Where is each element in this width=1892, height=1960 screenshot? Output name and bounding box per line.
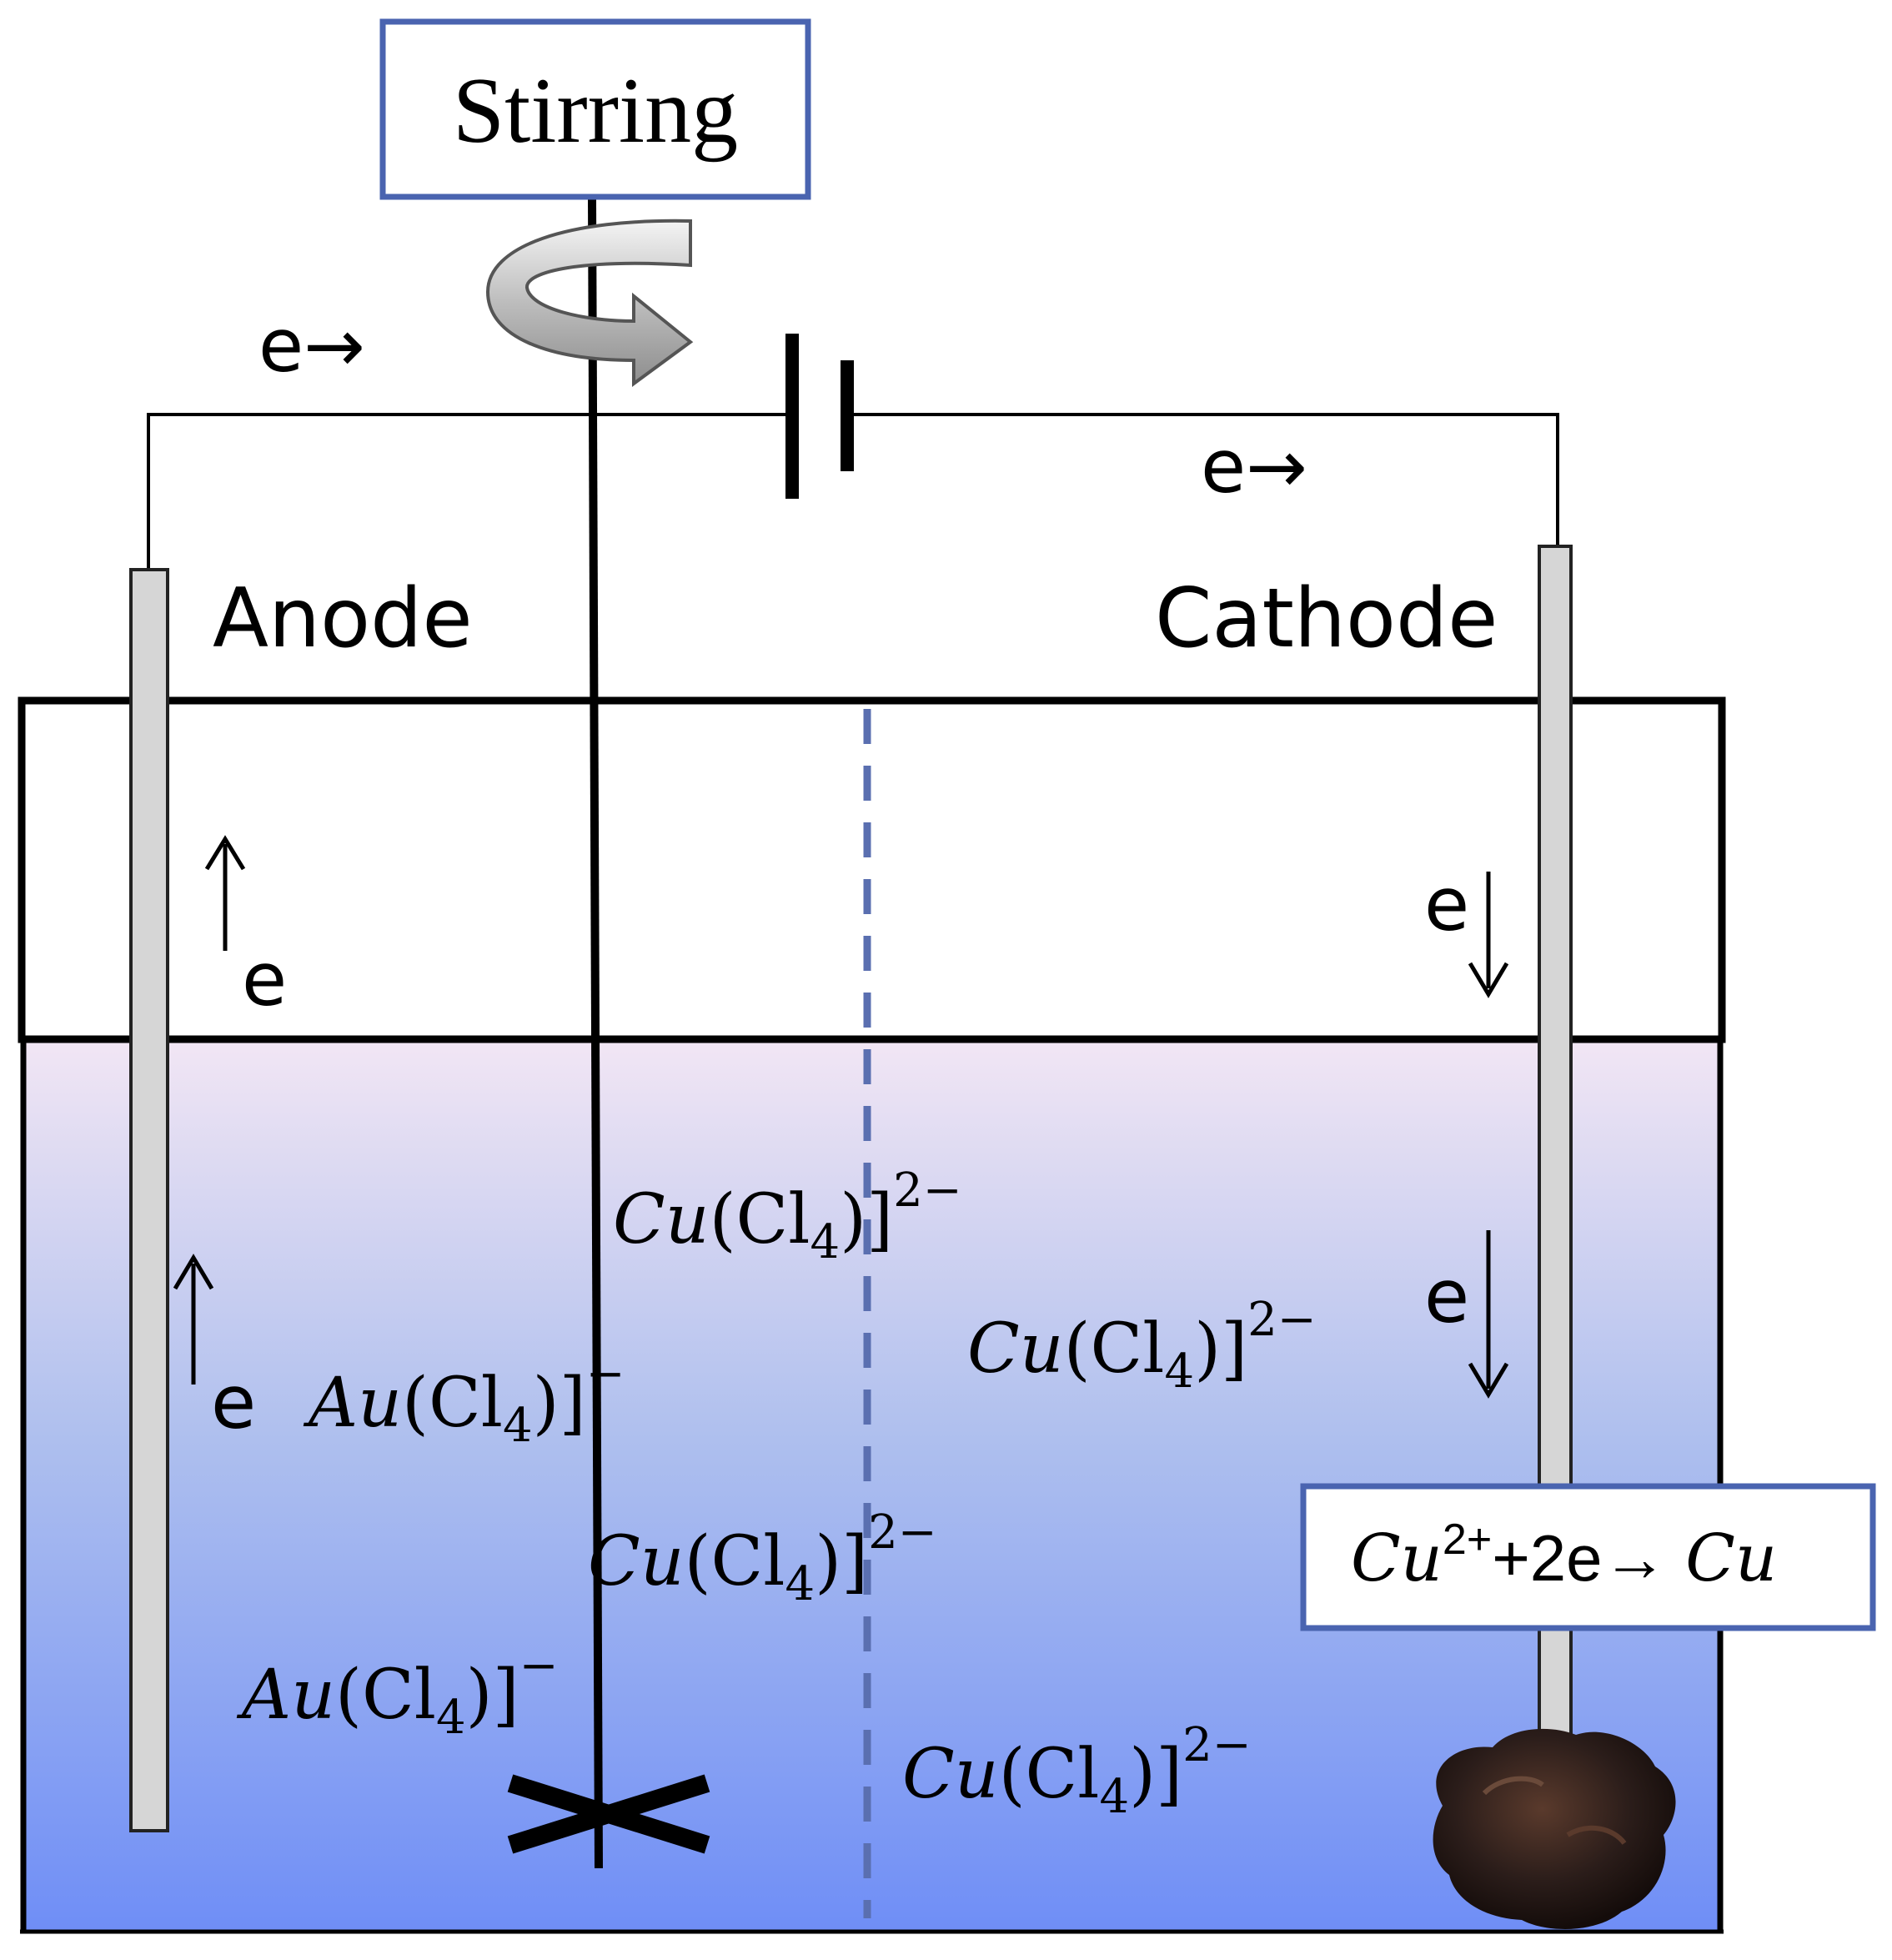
external-circuit-wire xyxy=(147,413,1559,571)
stirrer-blade-icon xyxy=(507,1774,710,1854)
copper-deposit-icon xyxy=(1433,1728,1676,1929)
cathode-reaction: Cu2++2e→ Cu xyxy=(1351,1515,1777,1596)
cathode-upper-electron-arrow xyxy=(1468,872,1509,998)
anode-electrode xyxy=(129,568,169,1832)
ion-label-1: Cu(Cl4)]2− xyxy=(613,1163,962,1269)
ion-label-4: Cu(Cl4)]2− xyxy=(588,1505,937,1611)
battery-icon xyxy=(785,334,854,499)
ion-label-6: Cu(Cl4)]2− xyxy=(902,1718,1252,1824)
ion-label-2: Cu(Cl4)]2− xyxy=(967,1293,1317,1399)
anode-label: Anode xyxy=(213,571,473,666)
rotation-arrow-icon xyxy=(485,219,694,387)
cathode-reaction-box xyxy=(1300,1483,1876,1631)
stirring-label-box xyxy=(379,18,811,200)
cathode-label: Cathode xyxy=(1155,571,1498,666)
wire-electron-right: e→ xyxy=(1201,424,1307,510)
cell-lid xyxy=(18,696,1726,1043)
cathode-lower-electron-arrow xyxy=(1468,1230,1509,1399)
ion-label-5: Au(Cl4)]− xyxy=(236,1639,559,1745)
ion-label-3: Au(Cl4)]− xyxy=(303,1347,625,1453)
cathode-lower-electron: e xyxy=(1424,1254,1469,1339)
stirring-rod xyxy=(588,196,603,1869)
anode-upper-electron-arrow xyxy=(204,835,246,951)
wire-electron-left: e→ xyxy=(258,303,365,389)
cathode-upper-electron: e xyxy=(1424,862,1469,947)
anode-lower-electron-arrow xyxy=(173,1254,214,1385)
anode-lower-electron: e xyxy=(211,1359,256,1445)
stirring-label: Stirring xyxy=(453,59,738,163)
anode-upper-electron: e xyxy=(242,937,287,1023)
